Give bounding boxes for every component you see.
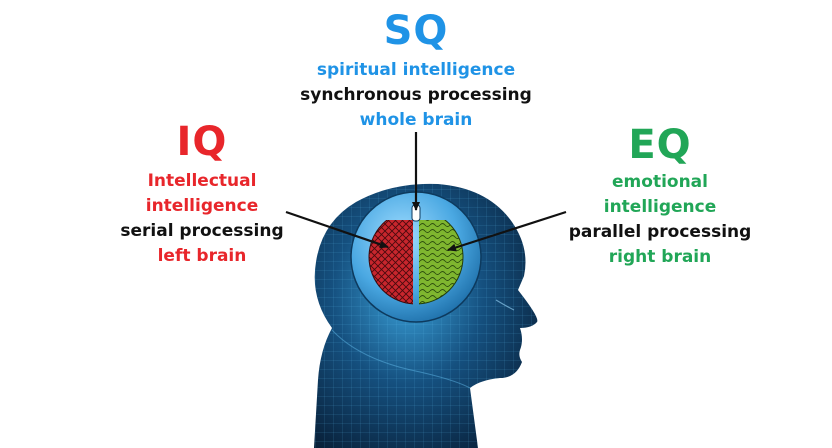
eq-line-1: emotional — [612, 172, 708, 192]
eq-line-3: parallel processing — [568, 222, 752, 242]
sq-label-group: SQ spiritual intelligence synchronous pr… — [266, 10, 566, 133]
iq-line-2: intelligence — [145, 196, 259, 216]
iq-line-1: Intellectual — [147, 171, 257, 191]
iq-arrow-icon — [285, 210, 389, 249]
sq-line-3: whole brain — [359, 110, 473, 130]
iq-line-4: left brain — [157, 246, 247, 266]
iq-line-3: serial processing — [120, 221, 284, 241]
eq-line-2: intelligence — [603, 197, 717, 217]
eq-arrow-icon — [447, 210, 567, 252]
sq-line-1: spiritual intelligence — [316, 60, 516, 80]
brain-hemispheres-icon — [350, 191, 482, 323]
sq-line-2: synchronous processing — [300, 85, 532, 105]
iq-label-group: IQ Intellectual intelligence serial proc… — [102, 121, 302, 269]
sq-title: SQ — [383, 8, 449, 54]
iq-title: IQ — [176, 119, 228, 165]
eq-label-group: EQ emotional intelligence parallel proce… — [560, 124, 760, 270]
eq-title: EQ — [628, 122, 692, 168]
eq-line-4: right brain — [608, 247, 712, 267]
